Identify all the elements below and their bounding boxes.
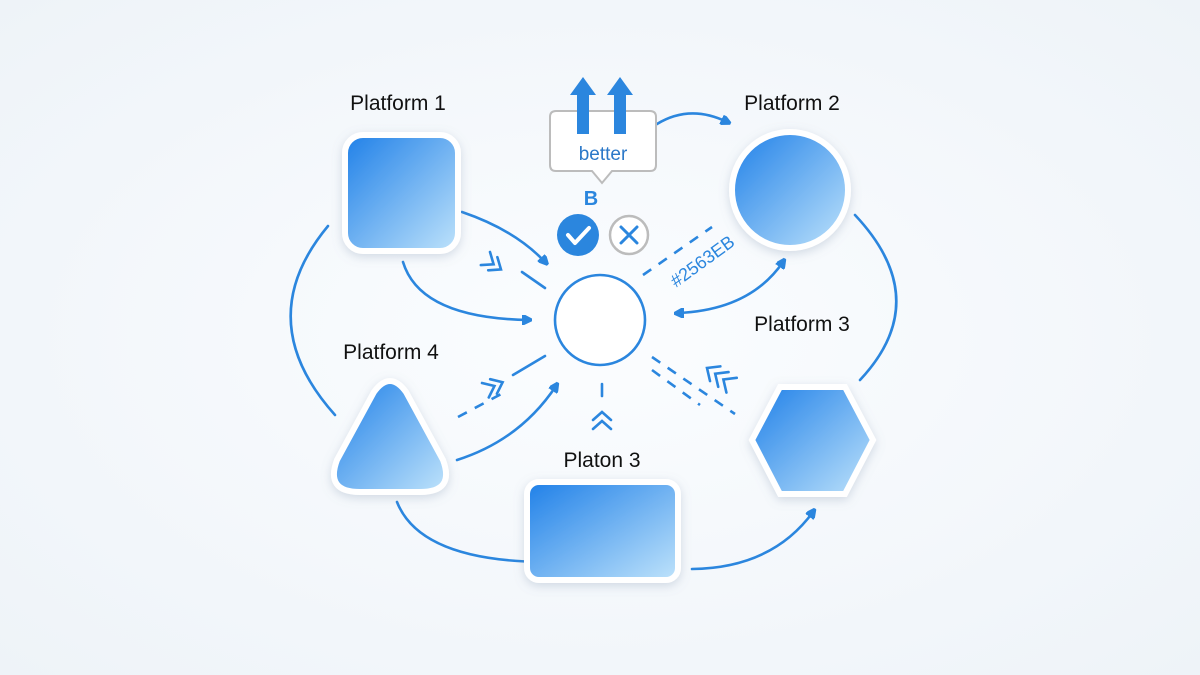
double-up-arrow-icon: [570, 77, 633, 134]
choice-label: B: [584, 188, 598, 210]
platform4-node[interactable]: [330, 378, 450, 495]
chevron-left-icon: [705, 365, 739, 394]
arc-platform4-platon3: [395, 500, 543, 564]
platform1-label: Platform 1: [350, 92, 446, 115]
dash-hub-upper-left: [520, 270, 547, 290]
arrow-hub-platform2-bidirectional: [678, 262, 783, 313]
x-circle-icon[interactable]: [608, 214, 650, 256]
hub-node[interactable]: [553, 273, 647, 367]
arrow-platform1-hub: [401, 260, 528, 320]
platform4-label: Platform 4: [343, 341, 439, 364]
platform1-node[interactable]: [342, 132, 461, 254]
chevron-right-icon: [479, 250, 503, 272]
chevron-up-icon: [591, 410, 613, 431]
check-circle-icon[interactable]: [557, 214, 599, 256]
arrow-platon3-platform3: [690, 512, 813, 571]
dash-hub-platform3-a: [651, 355, 736, 416]
platon3-node[interactable]: [524, 479, 681, 583]
platform3-node[interactable]: [748, 384, 877, 497]
dash-platform4-hub: [457, 390, 506, 419]
arc-platform1-platform4: [289, 224, 337, 417]
platform2-label: Platform 2: [744, 92, 840, 115]
platon3-label: Platon 3: [563, 449, 640, 472]
callout-text: better: [579, 144, 628, 165]
dash-hub-platform2: [642, 225, 713, 277]
platform2-node[interactable]: [729, 129, 851, 251]
callout-bubble: better: [549, 77, 657, 185]
arrow-platform1-hub-upper: [460, 210, 545, 262]
arrow-callout-platform2: [655, 112, 727, 126]
platform3-label: Platform 3: [754, 313, 850, 336]
chevron-right-icon: [480, 377, 505, 399]
color-annotation: #2563EB: [667, 232, 739, 292]
dash-hub-left: [511, 354, 547, 377]
arrow-platform4-hub: [455, 386, 556, 462]
arc-platform2-platform3: [853, 213, 898, 382]
dash-hub-platform3-b: [651, 368, 701, 407]
